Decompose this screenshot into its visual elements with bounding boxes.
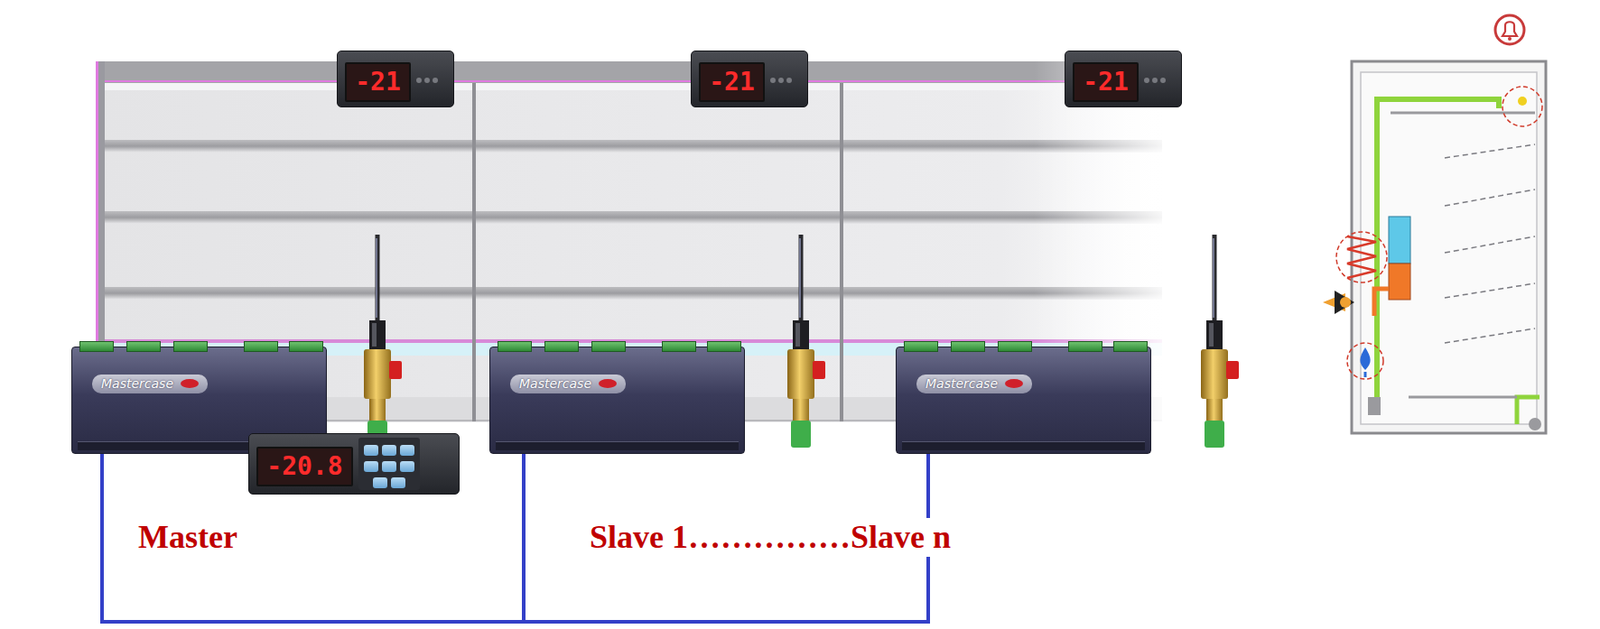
led-window: -21: [344, 62, 411, 103]
brand-plate: Mastercase: [92, 374, 208, 394]
indicator-dot: [1160, 77, 1166, 84]
terminal-block: [1113, 341, 1148, 353]
brand-text: Mastercase: [925, 376, 998, 392]
terminal-block: [173, 341, 208, 353]
controller-unit: Mastercase: [895, 346, 1152, 455]
key-button: [381, 461, 397, 473]
case-thermometer: -21: [336, 50, 455, 108]
display-reading: -21: [708, 69, 755, 95]
key-button: [372, 477, 388, 489]
controller-unit: Mastercase: [489, 346, 745, 455]
brand-plate: Mastercase: [510, 374, 626, 394]
key-button: [363, 445, 379, 456]
brand-logo: [180, 379, 199, 389]
terminal-block: [544, 341, 579, 353]
terminal-block: [1068, 341, 1103, 353]
brand-logo: [598, 379, 617, 389]
indicator-dot: [424, 77, 430, 84]
brand-logo: [1004, 379, 1024, 389]
brand-text: Mastercase: [519, 376, 592, 392]
indicator-dot: [1152, 77, 1158, 84]
indicator-dot: [432, 77, 438, 84]
key-button: [363, 461, 379, 473]
terminal-block: [661, 341, 697, 353]
terminal-block: [706, 341, 742, 353]
terminal-block: [497, 341, 532, 353]
key-button: [381, 445, 397, 456]
brand-plate: Mastercase: [916, 374, 1033, 394]
brand-text: Mastercase: [101, 376, 174, 392]
display-reading: -21: [354, 69, 401, 95]
key-button: [400, 445, 415, 456]
terminal-block: [903, 341, 939, 353]
unit-role-label: Slave 1……………Slave n: [586, 518, 955, 558]
led-window: -21: [698, 62, 765, 103]
terminal-block: [288, 341, 324, 353]
terminal-block: [79, 341, 114, 353]
indicator-dot: [786, 77, 792, 84]
keypad: [358, 437, 420, 491]
bottom-terminals: [495, 441, 739, 451]
key-button: [390, 477, 406, 489]
indicator-dot: [1144, 77, 1150, 84]
display-reading: -21: [1082, 69, 1129, 95]
terminal-block: [997, 341, 1033, 353]
case-thermometer: -21: [690, 50, 809, 108]
terminal-block: [950, 341, 986, 353]
terminal-block: [243, 341, 279, 353]
indicator-dot: [416, 77, 422, 84]
display-reading: -20.8: [266, 454, 343, 480]
led-window: -20.8: [256, 446, 354, 487]
terminal-block: [126, 341, 161, 353]
unit-role-label: Master: [134, 518, 242, 558]
case-thermometer: -21: [1064, 50, 1182, 108]
terminal-block: [591, 341, 626, 353]
bottom-terminals: [902, 441, 1145, 451]
indicator-dot: [770, 77, 776, 84]
indicator-dot: [778, 77, 784, 84]
key-button: [400, 461, 415, 473]
user-terminal: -20.8: [248, 433, 460, 495]
bus-cable: [102, 454, 524, 623]
led-window: -21: [1072, 62, 1139, 103]
